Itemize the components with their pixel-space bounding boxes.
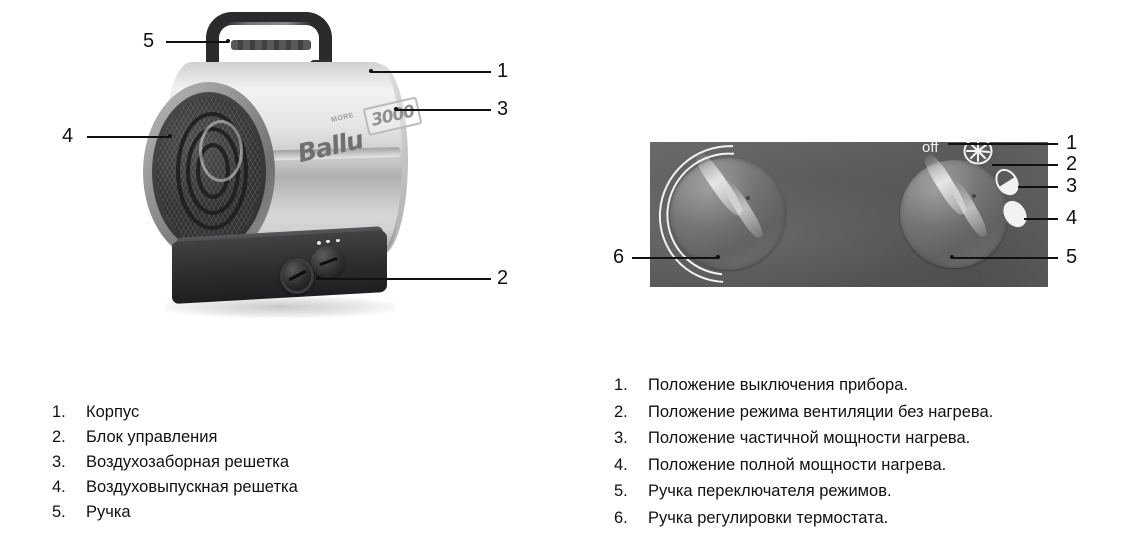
legend-item: 3. Положение частичной мощности нагрева. [614,425,993,452]
panel-leader-line-3 [1018,186,1058,188]
legend-index: 4. [614,455,628,474]
legend-label: Воздуховыпускная решетка [86,478,298,496]
thermostat-knob-ridge-2 [719,177,767,241]
callout-number-4: 4 [62,125,74,147]
legend-index: 5. [52,503,66,521]
thermostat-knob-marker [746,196,750,200]
leader-line-4 [87,136,170,138]
fan-icon [963,137,993,165]
callout-number-5: 5 [143,30,155,52]
panel-leader-line-4 [1024,218,1058,220]
thermostat-knob[interactable] [670,149,786,270]
handle-highlight [226,22,312,30]
control-block [172,229,387,305]
legend-index: 1. [614,376,628,394]
legend-index: 5. [614,482,628,500]
control-panel-illustration: off 1 2 3 4 5 [600,116,1133,320]
legend-item: 1. Корпус [52,400,298,425]
handle-grip-ridges [231,40,311,50]
legend-label: Ручка [86,503,131,521]
mode-knob-on-product [311,246,345,278]
legend-label: Блок управления [86,428,218,446]
legend-label: Ручка переключателя режимов. [648,482,892,500]
legend-item: 3. Воздухозаборная решетка [52,450,298,475]
legend-label: Положение полной мощности нагрева. [648,455,947,474]
callout-number-2: 2 [497,267,509,289]
ground-shadow [165,296,395,318]
legend-item: 2. Положение режима вентиляции без нагре… [614,399,993,426]
panel-callout-number-4: 4 [1066,207,1078,229]
legend-panel-positions: 1. Положение выключения прибора. 2. Поло… [614,372,993,531]
panel-leader-line-2 [992,164,1058,166]
legend-item: 6. Ручка регулировки термостата. [614,505,993,532]
brand-tagline: MORE [330,111,355,124]
legend-item: 4. Положение полной мощности нагрева. [614,452,993,479]
legend-index: 2. [52,428,66,446]
coil-highlight [199,120,243,182]
leader-line-1 [371,71,491,73]
leader-dot-4 [168,134,172,138]
leader-dot-1 [369,69,373,73]
legend-label: Положение выключения прибора. [648,376,908,394]
legend-label: Положение режима вентиляции без нагрева. [648,402,994,421]
legend-index: 1. [52,403,66,421]
panel-callout-number-1: 1 [1066,132,1078,154]
off-label: off [922,139,939,156]
panel-leader-line-5 [952,257,1058,259]
legend-index: 3. [614,429,628,447]
legend-index: 3. [52,453,66,471]
legend-index: 6. [614,508,628,527]
leader-dot-5 [226,39,230,43]
legend-label: Ручка регулировки термостата. [648,508,889,527]
panel-leader-line-6 [632,257,718,259]
product-illustration: MORE Ballu 3000 5 1 3 4 2 [0,0,560,345]
legend-label: Корпус [86,403,140,421]
panel-callout-number-5: 5 [1066,246,1078,268]
legend-item: 5. Ручка [52,500,298,525]
half-oval-icon [995,168,1019,196]
legend-index: 2. [614,402,628,421]
legend-item: 5. Ручка переключателя режимов. [614,478,993,505]
legend-item: 2. Блок управления [52,425,298,450]
callout-number-3: 3 [497,98,509,120]
panel-leader-dot-5 [950,255,954,259]
leader-dot-3 [394,107,398,111]
brand-name: Ballu [294,124,366,169]
leader-line-3 [396,109,491,111]
mode-selector-knob[interactable] [900,150,1008,268]
full-oval-icon [1003,200,1027,228]
legend-index: 4. [52,478,66,496]
leader-line-5 [166,41,228,43]
leader-line-2 [318,278,491,280]
legend-item: 4. Воздуховыпускная решетка [52,475,298,500]
mode-knob-marker [972,194,976,198]
callout-number-1: 1 [497,60,509,82]
legend-product-parts: 1. Корпус 2. Блок управления 3. Воздухоз… [52,400,298,525]
panel-callout-number-6: 6 [613,246,625,268]
legend-label: Воздухозаборная решетка [86,453,290,471]
panel-callout-number-2: 2 [1066,153,1078,175]
thermostat-knob-on-product [280,258,314,294]
leader-dot-2 [316,276,320,280]
panel-leader-dot-6 [716,255,720,259]
legend-label: Положение частичной мощности нагрева. [648,429,971,447]
legend-item: 1. Положение выключения прибора. [614,372,993,399]
heating-coil-outer [176,112,248,230]
panel-leader-line-1 [948,143,1058,145]
panel-callout-number-3: 3 [1066,175,1078,197]
